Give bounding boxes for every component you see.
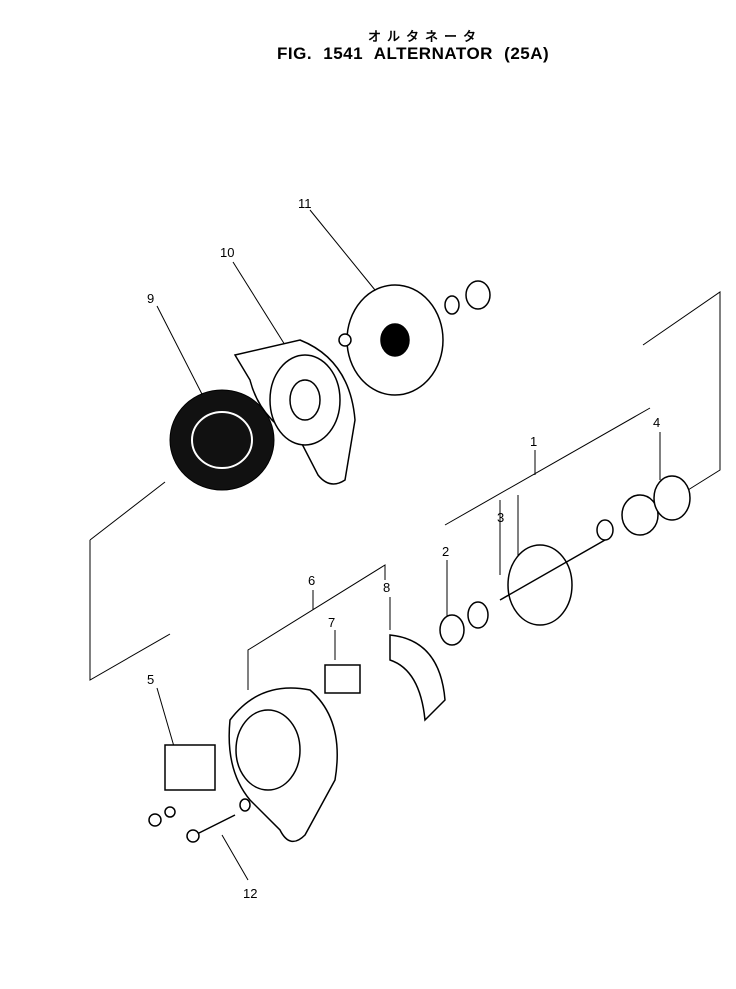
callout-7: 7 — [328, 615, 335, 630]
part-rectifier-cover-9 — [169, 389, 275, 491]
callout-9: 9 — [147, 291, 154, 306]
part-brush-holder-7 — [324, 664, 361, 694]
callout-11: 11 — [298, 196, 312, 211]
part-rear-bracket-6 — [228, 687, 338, 843]
callout-10: 10 — [220, 245, 234, 260]
part-rotor-3 — [499, 519, 614, 626]
callout-5: 5 — [147, 672, 154, 687]
callout-2: 2 — [442, 544, 449, 559]
callout-6: 6 — [308, 573, 315, 588]
figure-subtitle-japanese: オルタネータ — [368, 29, 483, 44]
callout-1: 1 — [530, 434, 537, 449]
part-front-bracket-10 — [233, 339, 356, 485]
callout-3: 3 — [497, 510, 504, 525]
part-cover-8 — [389, 634, 446, 722]
part-fan-11 — [338, 280, 491, 396]
part-regulator-5 — [148, 744, 216, 827]
callout-4: 4 — [653, 415, 660, 430]
figure-title: FIG. 1541 ALTERNATOR (25A) — [277, 44, 550, 63]
callout-12: 12 — [243, 886, 257, 901]
part-bearings — [439, 475, 691, 646]
part-bolt-12 — [186, 798, 251, 843]
callout-8: 8 — [383, 580, 390, 595]
